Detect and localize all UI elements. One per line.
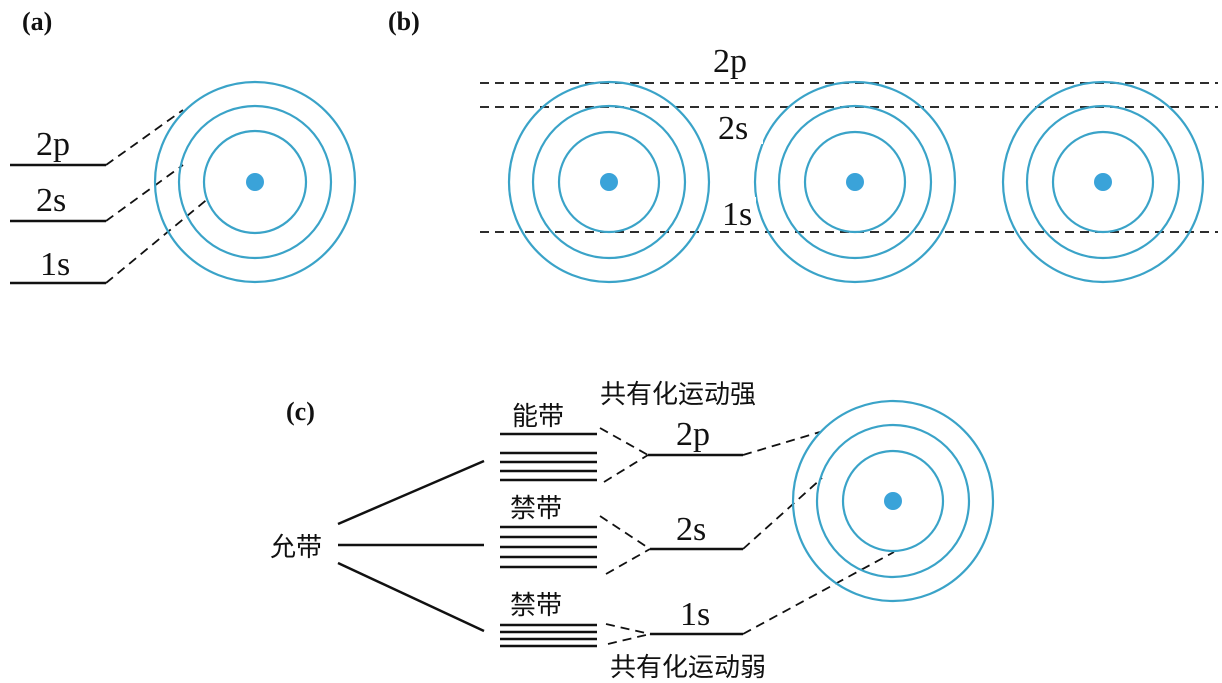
panel-b-1s-label: 1s [722, 196, 752, 233]
orbit-2p [1001, 80, 1205, 284]
panel-b-atom-2 [753, 80, 957, 284]
panel-c-2p-label: 2p [676, 416, 710, 453]
panel-b-label: (b) [388, 7, 420, 36]
panel-b-2p-label: 2p [713, 43, 747, 80]
orbit-2s [1025, 104, 1181, 260]
band-2s-upper-split [599, 515, 651, 550]
orbit-1s [803, 130, 907, 234]
orbit-1s [557, 130, 661, 234]
orbit-2p [153, 80, 357, 284]
band-2s-lower-split [605, 548, 651, 575]
band-1s [500, 623, 597, 648]
orbit-2s [531, 104, 687, 260]
panel-b-atom-1 [507, 80, 711, 284]
band-2p-lower-split [603, 454, 649, 483]
weak-sharing-note: 共有化运动弱 [610, 653, 766, 683]
nucleus [600, 173, 618, 191]
panel-c-2s-label: 2s [676, 511, 706, 548]
panel-c-label: (c) [286, 397, 315, 426]
energy-band-label: 能带 [512, 402, 564, 432]
panel-a-2s-connector [105, 164, 184, 222]
allowed-band-pointer-top [337, 459, 485, 526]
nucleus [246, 173, 264, 191]
orbit-2s [177, 104, 333, 260]
forbidden-band-label-lower: 禁带 [510, 591, 562, 621]
band-2s [500, 525, 597, 569]
orbit-2p [753, 80, 957, 284]
orbit-1s [1051, 130, 1155, 234]
panel-a-1s-label: 1s [40, 246, 70, 283]
orbit-2s [815, 423, 971, 579]
panel-c-2s-connector [742, 477, 823, 550]
panel-a-label: (a) [22, 7, 52, 36]
orbit-2s [777, 104, 933, 260]
orbit-2p [791, 399, 995, 603]
orbit-2p [507, 80, 711, 284]
band-1s-upper-split [605, 623, 651, 635]
panel-b-1s-label-bg [720, 197, 756, 229]
panel-b: (b) 2p 2s 1s [388, 7, 1218, 284]
band-2p-upper-split [599, 427, 649, 456]
panel-c-1s-label: 1s [680, 596, 710, 633]
panel-a-2p-label: 2p [36, 126, 70, 163]
orbit-1s [841, 449, 945, 553]
panel-a-2s-label: 2s [36, 182, 66, 219]
panel-c-atom [791, 399, 995, 603]
band-1s-lower-split [607, 633, 651, 645]
nucleus [846, 173, 864, 191]
panel-c-1s-connector [742, 551, 895, 635]
orbit-1s [202, 129, 308, 235]
nucleus [1094, 173, 1112, 191]
forbidden-band-label-upper: 禁带 [510, 494, 562, 524]
panel-a-1s-connector [105, 196, 211, 284]
band-2p [500, 451, 597, 482]
panel-c: (c) 共有化运动强 共有化运动弱 允带 能带 禁带 禁带 2p [270, 380, 995, 683]
panel-a-atom [153, 80, 357, 284]
panel-c-2p-connector [742, 431, 821, 456]
panel-b-2s-label: 2s [718, 110, 748, 147]
panel-b-2s-label-bg [715, 110, 763, 144]
panel-a-2p-connector [105, 109, 184, 166]
panel-b-2p-label-bg [710, 44, 760, 74]
allowed-band-pointer-bottom [337, 561, 485, 633]
panel-a: (a) 2p 2s 1s [10, 7, 357, 285]
nucleus [884, 492, 902, 510]
allowed-band-label: 允带 [270, 533, 322, 563]
panel-b-atom-3 [1001, 80, 1205, 284]
strong-sharing-note: 共有化运动强 [600, 380, 756, 410]
